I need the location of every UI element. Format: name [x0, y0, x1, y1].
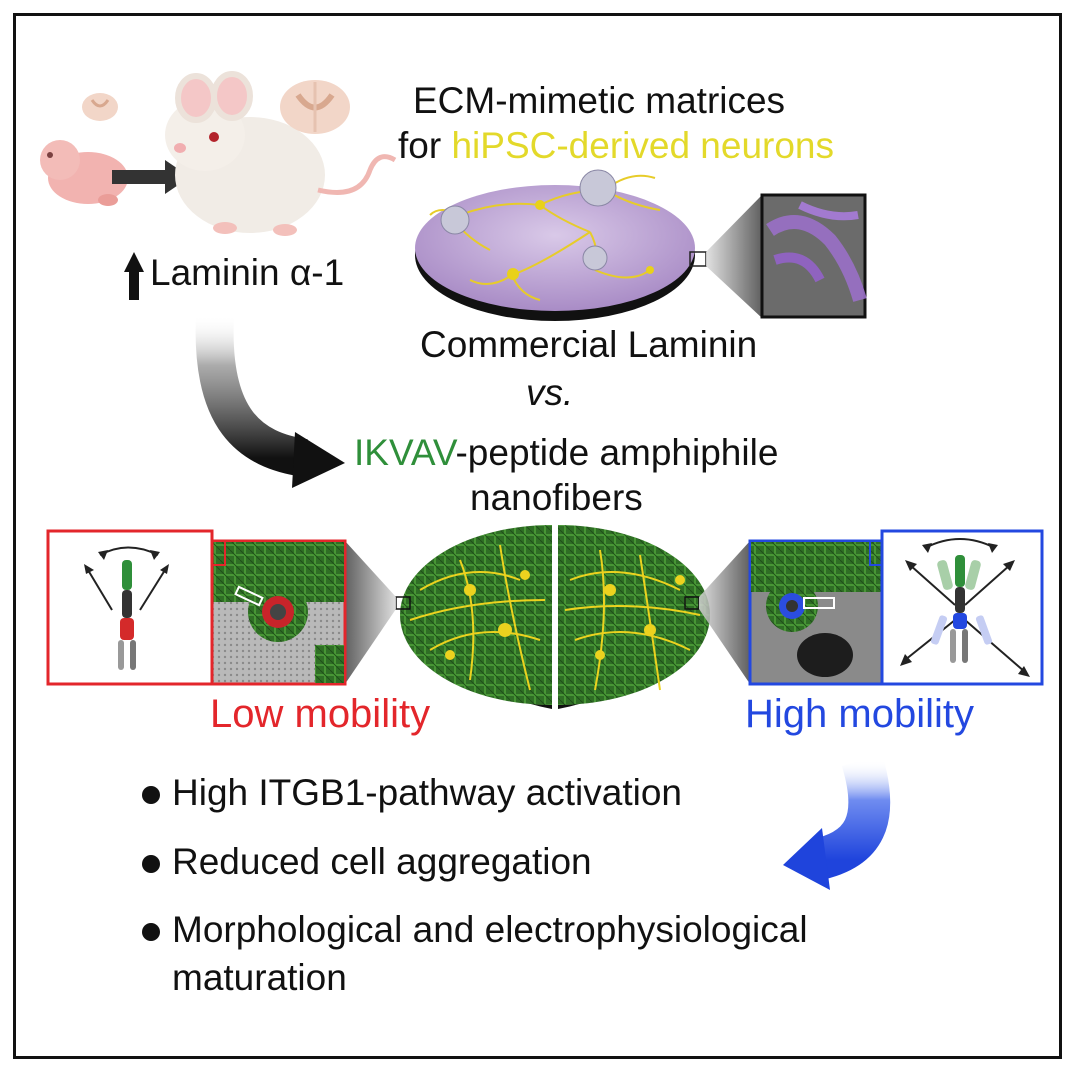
bullet-dot-3 — [142, 923, 160, 941]
low-mobility-label: Low mobility — [210, 692, 431, 736]
bullet-item-3: Morphological and electrophysiological — [172, 909, 808, 950]
mouse-pup-illustration — [40, 140, 128, 206]
low-mobility-molecule-inset — [46, 529, 240, 686]
ikvav-highlight: IKVAV — [354, 432, 456, 473]
laminin-disk-illustration — [415, 169, 762, 321]
curved-arrow-black — [195, 314, 345, 488]
ikvav-title-line-2: nanofibers — [470, 477, 643, 518]
ikvav-disk-left-half — [345, 525, 552, 709]
ikvav-rest: -peptide amphiphile — [455, 432, 779, 473]
spinal-cord-small-icon — [82, 93, 118, 121]
low-mobility-fiber-inset — [210, 539, 347, 686]
bullet-dot-2 — [142, 855, 160, 873]
mouse-adult-illustration — [165, 71, 397, 236]
spinal-cord-large-icon — [280, 80, 350, 134]
title-line-2: for hiPSC-derived neurons — [398, 125, 834, 167]
high-mobility-label: High mobility — [745, 692, 974, 736]
high-mobility-fiber-inset — [748, 539, 884, 686]
ikvav-title-line-1: IKVAV-peptide amphiphile — [354, 432, 778, 474]
bullet-item-1: High ITGB1-pathway activation — [172, 772, 683, 813]
laminin-alpha-label: Laminin α-1 — [150, 252, 345, 293]
bullet-item-3-continuation: maturation — [172, 957, 347, 998]
laminin-zoom-inset — [760, 193, 867, 319]
upregulation-arrow-icon — [124, 252, 144, 300]
bullet-item-2: Reduced cell aggregation — [172, 841, 592, 882]
curved-arrow-blue — [783, 753, 891, 890]
title-line-1: ECM-mimetic matrices — [413, 80, 786, 121]
ikvav-disk-right-half — [558, 525, 750, 709]
bullet-dot-1 — [142, 786, 160, 804]
vs-label: vs. — [526, 372, 574, 413]
high-mobility-molecule-inset — [856, 529, 1044, 686]
title-hipsc-highlight: hiPSC-derived neurons — [451, 125, 835, 166]
title-line-2-prefix: for — [398, 125, 452, 166]
commercial-laminin-label: Commercial Laminin — [420, 324, 758, 365]
